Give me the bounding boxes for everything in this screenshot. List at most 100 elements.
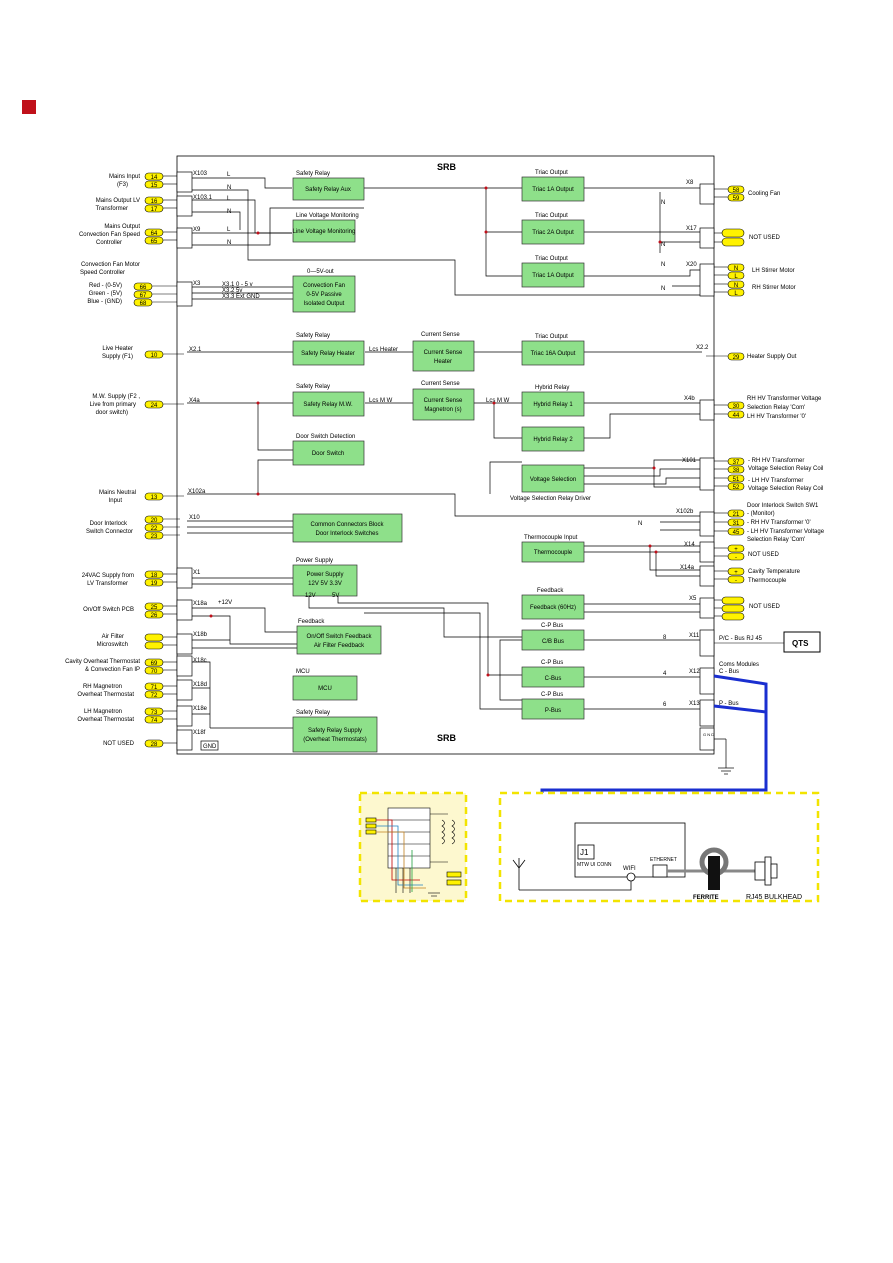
- svg-text:68: 68: [140, 301, 147, 307]
- cs-heater-label-2: Heater: [434, 359, 452, 365]
- gnd-label: GND: [203, 744, 217, 750]
- triac1a-label: Triac 1A Output: [532, 187, 574, 193]
- title-feedback-1: Feedback: [298, 619, 325, 625]
- cot-2: & Convection Fan IP: [85, 667, 140, 673]
- hybrid-relay-2-block: [521, 426, 585, 452]
- title-safety-relay-4: Safety Relay: [296, 710, 330, 716]
- pin-19: 19: [144, 578, 164, 587]
- pin-x20-2: L: [727, 271, 745, 280]
- thermo-label: Thermocouple: [534, 550, 573, 556]
- mw-1: M.W. Supply (F2 ,: [92, 394, 140, 400]
- feedback-block: [521, 594, 585, 620]
- label-N3: N: [227, 240, 231, 246]
- pin-nu17-b: [721, 237, 745, 247]
- pin-af-1: [144, 633, 164, 642]
- svg-text:15: 15: [151, 183, 158, 189]
- coms-1: Coms Modules: [719, 662, 759, 668]
- pin-21: 21: [727, 509, 745, 518]
- antenna-icon: [512, 858, 632, 891]
- pin-x20-1: N: [727, 263, 745, 272]
- pin-69: 69: [144, 658, 164, 667]
- svg-text:22: 22: [151, 526, 158, 532]
- triac16a-label: Triac 16A Output: [531, 351, 576, 357]
- mw-3: door switch): [96, 410, 128, 416]
- cooling-fan-label: Cooling Fan: [748, 191, 780, 197]
- mw-2: Live from primary: [90, 402, 136, 408]
- title-v05: 0—5V-out: [307, 269, 334, 275]
- pin-25: 25: [144, 602, 164, 611]
- label-x18a: X18a: [193, 601, 208, 607]
- svg-text:51: 51: [733, 477, 740, 483]
- ethernet-port: [652, 864, 668, 878]
- rh-coil-1: - RH HV Transformer: [748, 458, 804, 464]
- title-triac-2: Triac Output: [535, 213, 568, 219]
- pin-72: 72: [144, 690, 164, 699]
- pin-44: 44: [727, 410, 745, 419]
- label-x14: X14: [684, 542, 695, 548]
- svg-text:19: 19: [151, 581, 158, 587]
- label-lcs-mw2: Lcs M W: [486, 398, 510, 404]
- cf-motor-2: Speed Controller: [80, 270, 125, 276]
- svg-text:N: N: [734, 266, 738, 272]
- label-x1: X1: [193, 570, 201, 576]
- svg-text:69: 69: [151, 661, 158, 667]
- svg-text:25: 25: [151, 605, 158, 611]
- monitor: - (Monitor): [747, 511, 775, 517]
- label-x18d: X18d: [193, 682, 207, 688]
- label-x103: X103: [193, 171, 208, 177]
- pin-65: 65: [144, 236, 164, 245]
- not-used-x14: NOT USED: [748, 552, 780, 558]
- pin-nu17-a: [721, 228, 745, 238]
- pin-x14-minus: -: [727, 552, 745, 561]
- svg-text:72: 72: [151, 693, 158, 699]
- block-labels: Safety Relay Aux Line Voltage Monitoring…: [293, 187, 577, 743]
- label-x18b: X18b: [193, 632, 208, 638]
- af-2: Microswitch: [97, 642, 128, 648]
- svg-text:20: 20: [151, 518, 158, 524]
- svg-text:13: 13: [151, 495, 158, 501]
- svg-text:-: -: [735, 555, 737, 561]
- svg-text:14: 14: [151, 175, 158, 181]
- pin-af-2: [144, 641, 164, 650]
- title-lvm: Line Voltage Monitoring: [296, 213, 359, 219]
- safety-relay-aux-block: [292, 177, 365, 201]
- svg-text:65: 65: [151, 239, 158, 245]
- svg-text:26: 26: [151, 613, 158, 619]
- rh-hv-1: RH HV Transformer Voltage: [747, 396, 822, 402]
- svg-text:67: 67: [140, 293, 147, 299]
- pin-29: 29: [727, 352, 745, 361]
- ground-symbol: [714, 738, 734, 775]
- common-connectors-block: [292, 513, 403, 543]
- ccb-label-1: Common Connectors Block: [310, 522, 384, 528]
- line-voltage-monitoring-block: [292, 219, 356, 243]
- cav-t-2: Thermocouple: [748, 578, 787, 584]
- svg-text:58: 58: [733, 188, 740, 194]
- left-labels: Mains Input (F3) Mains Output LV Transfo…: [65, 174, 140, 747]
- pin-58: 58: [727, 185, 745, 194]
- pin-x14a-minus: -: [727, 575, 745, 584]
- safety-relay-mw-block: [292, 391, 365, 417]
- svg-text:66: 66: [140, 285, 147, 291]
- pin-67: 67: [133, 290, 153, 299]
- cs-heater-label-1: Current Sense: [424, 350, 463, 356]
- ethernet-label: ETHERNET: [650, 857, 677, 863]
- cf-motor-1: Convection Fan Motor: [81, 262, 140, 268]
- svg-text:73: 73: [151, 710, 158, 716]
- rhm-2: Overheat Thermostat: [77, 692, 134, 698]
- safety-relay-heater-block: [292, 340, 365, 366]
- green-wire-label: Green - (5V): [89, 291, 122, 297]
- svg-text:38: 38: [733, 468, 740, 474]
- title-safety-relay-1: Safety Relay: [296, 171, 330, 177]
- current-sense-magnetron-block: [412, 388, 475, 421]
- ccb-label-2: Door Interlock Switches: [315, 531, 378, 537]
- left-pin-leads: [152, 175, 184, 744]
- svg-text:45: 45: [733, 530, 740, 536]
- label-x18e: X18e: [193, 706, 208, 712]
- left-pins: 14 15 16 17 64 65 66 67 68 10 24 13 20 2…: [133, 172, 164, 748]
- label-n-r5: N: [638, 521, 642, 527]
- not-used-left: NOT USED: [103, 741, 135, 747]
- lhm-2: Overheat Thermostat: [77, 717, 134, 723]
- label-x3: X3: [193, 281, 201, 287]
- c-bus-block: [521, 666, 585, 688]
